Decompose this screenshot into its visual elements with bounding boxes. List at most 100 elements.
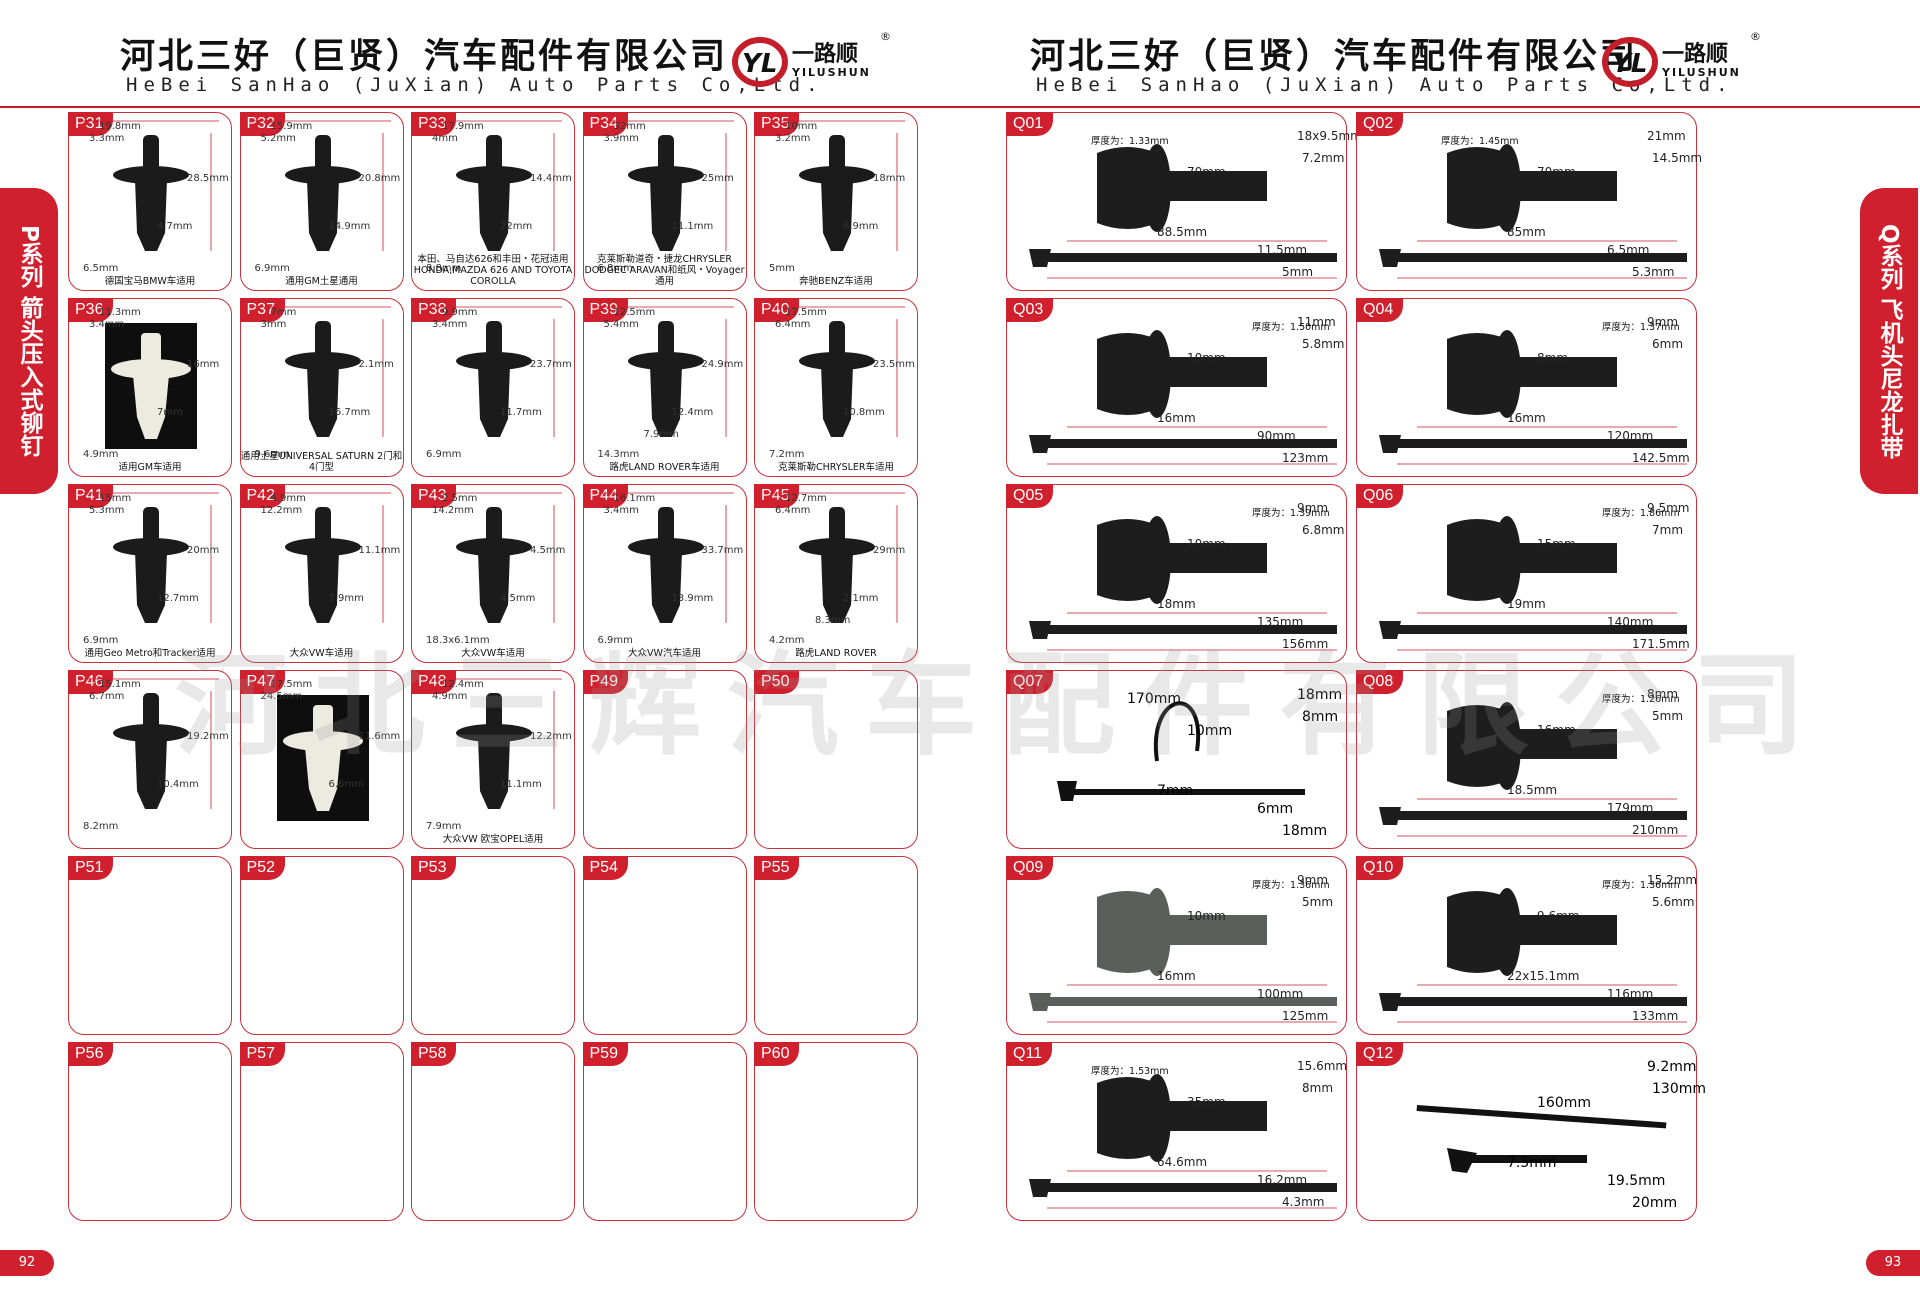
- dimension-label: 135mm: [1257, 615, 1304, 629]
- dimension-label: 18mm: [873, 173, 906, 184]
- dimension-label: 11.7mm: [500, 407, 542, 418]
- cable-tie-image: [1379, 702, 1687, 837]
- rivet-clip-image: [83, 120, 219, 251]
- dimension-label: 9mm: [1297, 873, 1329, 887]
- dimension-label: 6.8mm: [597, 263, 633, 274]
- rivet-clip-image: [597, 120, 734, 251]
- dimension-label: 7.9mm: [643, 429, 679, 440]
- dimension-label: 5.2mm: [260, 133, 296, 144]
- product-code: P46: [68, 670, 114, 694]
- application-caption: 克莱斯勒道奇・捷龙CHRYSLER DODGEC ARAVAN和纸风・Voyag…: [584, 254, 745, 287]
- dimension-label: 2.5mm: [442, 493, 478, 504]
- product-code: P55: [754, 856, 800, 880]
- svg-text:YL: YL: [742, 49, 777, 79]
- product-code: Q10: [1356, 856, 1404, 880]
- registered-mark: ®: [1750, 30, 1761, 43]
- dimension-label: 6.4mm: [775, 319, 811, 330]
- dimension-label: 6.6mm: [328, 779, 364, 790]
- dimension-label: 133mm: [1632, 1009, 1679, 1023]
- product-cell-p59: P59: [582, 1042, 747, 1221]
- application-caption: 大众VW车适用: [289, 648, 354, 659]
- dimension-label: 10mm: [1187, 723, 1233, 739]
- product-code: P57: [239, 1042, 285, 1066]
- application-caption: 路虎LAND ROVER: [795, 648, 877, 659]
- product-cell-p53: P53: [411, 856, 575, 1035]
- product-code: P34: [582, 112, 628, 136]
- dimension-label: 23.7mm: [530, 359, 572, 370]
- dimension-label: 20mm: [1632, 1195, 1678, 1211]
- product-code: P38: [411, 298, 457, 322]
- dimension-label: 123mm: [1282, 451, 1329, 465]
- dimension-label: 14.9mm: [328, 221, 371, 232]
- left-page: 河北三好（巨贤）汽车配件有限公司 HeBei SanHao (JuXian) A…: [0, 30, 960, 1276]
- dimension-label: 4.5mm: [500, 593, 536, 604]
- product-code: Q06: [1356, 484, 1404, 508]
- application-caption: 德国宝马BMW车适用: [104, 276, 196, 287]
- dimension-label: 7mm: [1157, 783, 1194, 799]
- dimension-label: 70mm: [1537, 165, 1576, 179]
- product-code: Q11: [1006, 1042, 1053, 1066]
- product-cell-p51: P51: [68, 856, 232, 1035]
- dimension-label: 8mm: [1302, 1081, 1334, 1095]
- thickness-label: 厚度为：1.37mm: [1602, 322, 1680, 333]
- dimension-label: 14.3mm: [597, 449, 640, 460]
- dimension-label: 9.9mm: [442, 307, 478, 318]
- dimension-label: 16mm: [187, 359, 220, 370]
- thickness-label: 厚度为：1.50mm: [1252, 322, 1330, 333]
- product-cell-p58: P58: [411, 1042, 575, 1221]
- dimension-label: 11.1mm: [358, 545, 401, 556]
- dimension-label: 18mm: [1282, 823, 1328, 839]
- dimension-label: 12.4mm: [671, 407, 714, 418]
- dimension-label: 4.3mm: [1282, 1195, 1325, 1209]
- rivet-clip-image: [105, 323, 197, 449]
- dimension-label: 116mm: [1607, 987, 1654, 1001]
- dimension-label: 5mm: [769, 263, 795, 274]
- page-number: 92: [0, 1250, 54, 1276]
- dimension-label: 6.9mm: [254, 263, 290, 274]
- dimension-label: 11.1mm: [671, 221, 714, 232]
- thickness-label: 厚度为：1.53mm: [1091, 1066, 1169, 1077]
- dimension-label: 18mm: [1157, 597, 1196, 611]
- product-code: Q03: [1006, 298, 1054, 322]
- thickness-label: 厚度为：1.26mm: [1602, 694, 1680, 705]
- dimension-label: 3.9mm: [603, 133, 639, 144]
- dimension-label: 8.3mm: [815, 615, 851, 626]
- application-caption: 通用Geo Metro和Tracker适用: [84, 648, 216, 659]
- cable-tie-image: [1416, 1105, 1667, 1173]
- dimension-label: 3.3mm: [89, 133, 125, 144]
- dimension-label: 179mm: [1607, 801, 1654, 815]
- product-code: P48: [411, 670, 457, 694]
- application-caption: 通用土星UNIVERSAL SATURN 2门和4门型: [240, 451, 403, 473]
- dimension-label: 33.7mm: [701, 545, 744, 556]
- dimension-label: 11.6mm: [358, 731, 401, 742]
- product-cell-p50: P50: [754, 670, 918, 849]
- application-caption: 大众VW车适用: [461, 648, 525, 659]
- dimension-label: 28.5mm: [187, 173, 229, 184]
- yl-logo-icon: YL: [1602, 37, 1658, 87]
- dimension-label: 10mm: [1187, 909, 1226, 923]
- product-cell-p60: P60: [754, 1042, 918, 1221]
- logo-text-cn: 一路顺: [792, 42, 859, 67]
- application-caption: 路虎LAND ROVER车适用: [609, 462, 720, 473]
- dimension-label: 125mm: [1282, 1009, 1329, 1023]
- product-code: P32: [239, 112, 285, 136]
- cable-tie-image: [1379, 144, 1687, 279]
- thickness-label: 厚度为：1.45mm: [1441, 136, 1519, 147]
- dimension-label: 3mm: [260, 319, 287, 330]
- dimension-label: 17.5mm: [785, 307, 827, 318]
- dimension-label: 11.5mm: [1257, 243, 1308, 257]
- dimension-label: 4.9mm: [83, 449, 119, 460]
- dimension-label: 18.5mm: [1507, 783, 1558, 797]
- dimension-label: 12.7mm: [785, 493, 827, 504]
- product-code: Q02: [1356, 112, 1404, 136]
- dimension-label: 16mm: [1157, 411, 1196, 425]
- dimension-label: 5.3mm: [89, 505, 125, 516]
- dimension-label: 20.8mm: [358, 173, 401, 184]
